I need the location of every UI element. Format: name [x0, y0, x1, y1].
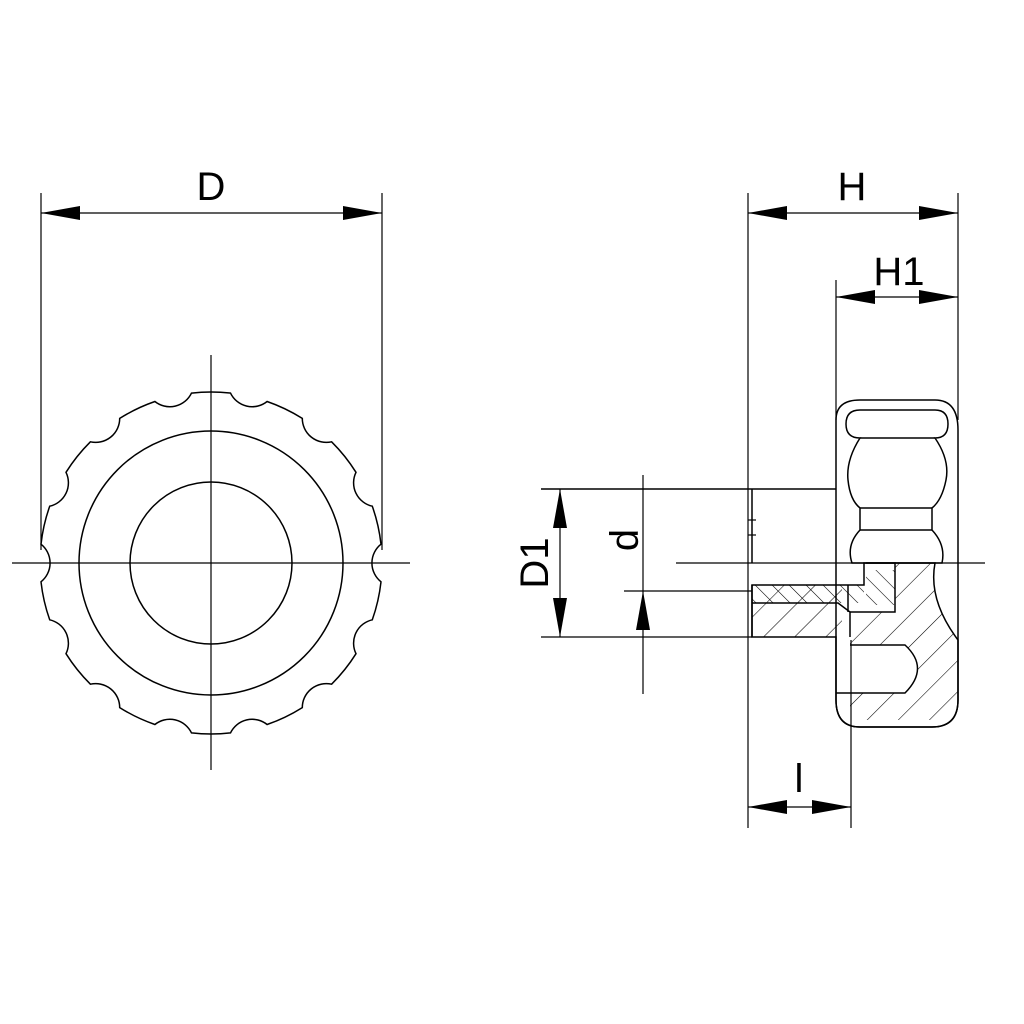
front-outer-ring [78, 430, 344, 696]
grip-rib-profile [845, 409, 949, 564]
label-D: D [197, 165, 226, 209]
label-l: l [795, 757, 804, 801]
front-hub-circle [129, 481, 293, 645]
dimension-d: d [603, 475, 752, 694]
label-d: d [603, 529, 647, 551]
dimension-D1: D1 [513, 489, 752, 638]
dimension-H1: H1 [835, 250, 958, 420]
dimension-l: l [748, 640, 852, 828]
label-D1: D1 [513, 537, 557, 588]
knurled-outer-profile [40, 391, 382, 735]
knurl-scallop-path [40, 391, 382, 735]
front-view: D [12, 165, 410, 770]
dimension-D: D [40, 165, 383, 550]
shaft-upper-outline [541, 488, 836, 563]
label-H1: H1 [873, 250, 924, 294]
section-lower-half [751, 562, 959, 728]
label-H: H [838, 165, 867, 209]
side-view: H H1 D1 d [513, 165, 985, 828]
dimension-H: H [747, 165, 959, 828]
